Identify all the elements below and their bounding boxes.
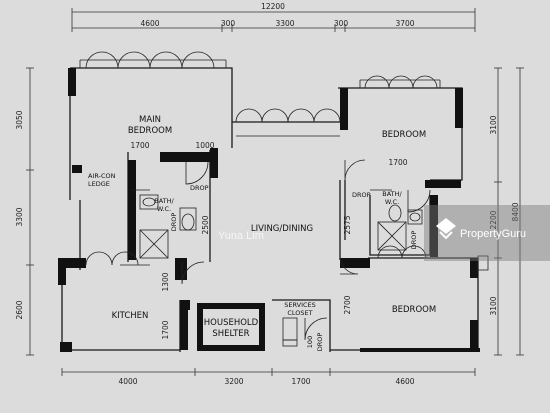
dim-interior-9: 100 bbox=[306, 336, 314, 348]
air-con-label-line2: LEDGE bbox=[88, 180, 110, 188]
living-dining-label: LIVING/DINING bbox=[251, 224, 313, 234]
dim-top-1: 4600 bbox=[140, 19, 159, 28]
dim-left-2: 3300 bbox=[15, 207, 24, 226]
bedroom-top-label: BEDROOM bbox=[382, 130, 426, 140]
shelter-label-line2: SHELTER bbox=[212, 329, 249, 339]
dim-right-3: 3100 bbox=[489, 296, 498, 315]
bath-left-label-line1: BATH/ bbox=[154, 197, 174, 205]
bedroom-bottom-label: BEDROOM bbox=[392, 305, 436, 315]
dim-top-3: 3300 bbox=[275, 19, 294, 28]
doors bbox=[130, 159, 431, 341]
shelter-label-line1: HOUSEHOLD bbox=[204, 318, 259, 328]
dim-top-4: 300 bbox=[334, 19, 349, 28]
services-label-line1: SERVICES bbox=[284, 301, 316, 309]
dim-bottom-4: 4600 bbox=[395, 377, 414, 386]
wall-blocks bbox=[58, 68, 480, 352]
bathroom-fixtures bbox=[120, 194, 423, 347]
dim-left-3: 2600 bbox=[15, 300, 24, 319]
drop-label-3: DROP bbox=[352, 191, 371, 199]
dim-interior-1: 1700 bbox=[130, 141, 149, 150]
dim-top-2: 300 bbox=[221, 19, 236, 28]
drop-label-2: DROP bbox=[170, 213, 178, 232]
bath-right-label-line2: W.C. bbox=[385, 198, 399, 206]
drop-label-4: DROP bbox=[410, 231, 418, 250]
propertyguru-logo: PropertyGuru bbox=[424, 205, 550, 261]
air-con-label-line1: AIR-CON bbox=[88, 172, 116, 180]
dim-right-1: 3100 bbox=[489, 115, 498, 134]
drop-label-1: DROP bbox=[190, 184, 209, 192]
bath-right-label-line1: BATH/ bbox=[382, 190, 402, 198]
dim-interior-6: 1700 bbox=[161, 320, 170, 339]
dim-interior-3: 1700 bbox=[388, 158, 407, 167]
room-labels: MAIN BEDROOM BEDROOM BEDROOM LIVING/DINI… bbox=[88, 115, 436, 351]
dimension-lines bbox=[26, 8, 524, 376]
dim-interior-7: 2575 bbox=[343, 215, 352, 234]
dim-interior-2: 1000 bbox=[195, 141, 214, 150]
dim-bottom-2: 3200 bbox=[224, 377, 243, 386]
propertyguru-brand: PropertyGuru bbox=[460, 228, 526, 240]
kitchen-label: KITCHEN bbox=[112, 311, 149, 321]
dim-interior-4: 2500 bbox=[201, 215, 210, 234]
watermark-author: Yuna Lim bbox=[218, 230, 264, 242]
dim-interior-8: 2700 bbox=[343, 295, 352, 314]
dim-overall-width: 12200 bbox=[261, 2, 285, 11]
dim-bottom-1: 4000 bbox=[118, 377, 137, 386]
windows bbox=[79, 51, 489, 271]
bath-left-label-line2: W.C. bbox=[157, 205, 171, 213]
dim-top-5: 3700 bbox=[395, 19, 414, 28]
main-bedroom-label-line1: MAIN bbox=[139, 115, 161, 125]
dim-left-1: 3050 bbox=[15, 110, 24, 129]
dim-right-total: 8400 bbox=[511, 202, 520, 221]
propertyguru-icon bbox=[436, 218, 456, 234]
dimension-labels: 12200 4600 300 3300 300 3700 4000 3200 1… bbox=[15, 2, 520, 386]
dim-interior-5: 1300 bbox=[161, 272, 170, 291]
drop-label-5: DROP bbox=[316, 333, 324, 352]
dim-right-2: 2200 bbox=[489, 210, 498, 229]
main-bedroom-label-line2: BEDROOM bbox=[128, 126, 172, 136]
dim-bottom-3: 1700 bbox=[291, 377, 310, 386]
services-label-line2: CLOSET bbox=[287, 309, 312, 317]
